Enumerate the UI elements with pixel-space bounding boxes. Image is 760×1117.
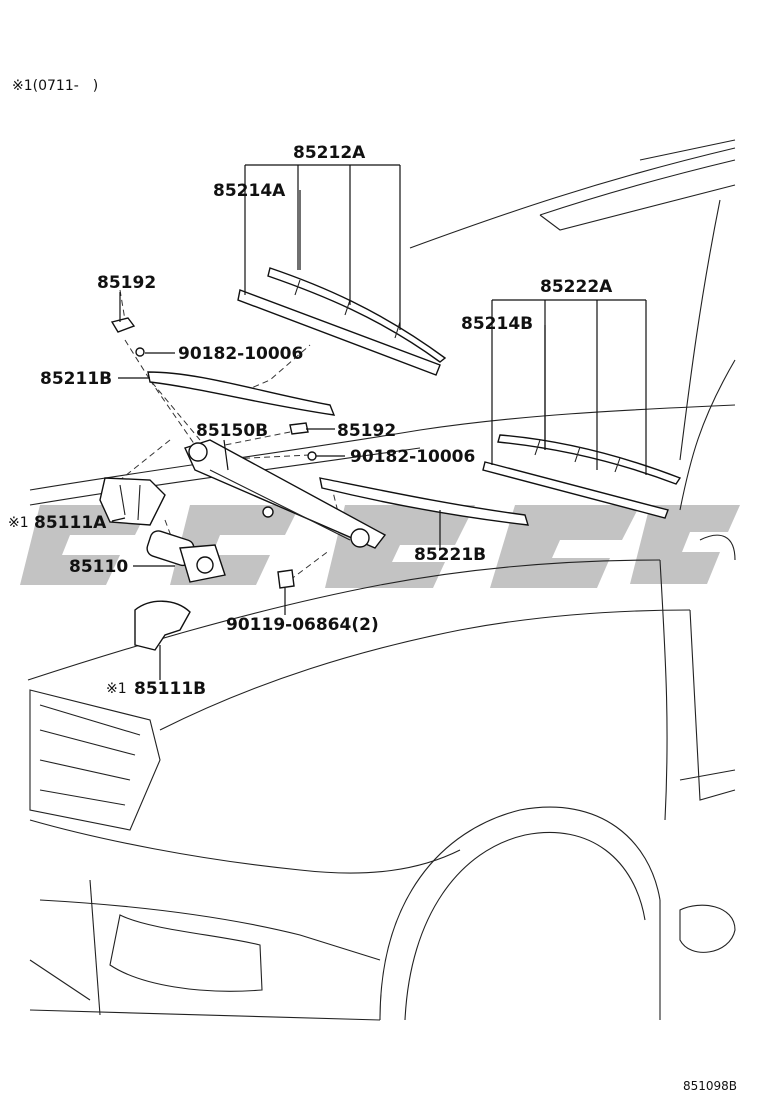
label-90119: 90119-06864(2) xyxy=(226,615,379,635)
label-85111A-mark: ※1 xyxy=(8,515,29,531)
label-85111A: 85111A xyxy=(34,513,107,533)
label-85212A: 85212A xyxy=(293,143,366,163)
label-85111B: 85111B xyxy=(134,679,206,699)
label-85221B: 85221B xyxy=(414,545,486,565)
label-90182-b: 90182-10006 xyxy=(350,447,475,467)
wiper-blade-left xyxy=(237,267,447,376)
label-85192-mid: 85192 xyxy=(337,421,396,441)
leader-lines xyxy=(111,164,647,680)
label-85211B: 85211B xyxy=(40,369,112,389)
label-85192-top: 85192 xyxy=(97,273,156,293)
label-85214B: 85214B xyxy=(461,314,533,334)
label-85214A: 85214A xyxy=(213,181,286,201)
motor-cover-lower xyxy=(134,600,191,651)
label-85222A: 85222A xyxy=(540,277,613,297)
wiper-arm-right xyxy=(319,477,529,526)
label-85110: 85110 xyxy=(69,557,128,577)
wiper-motor xyxy=(146,530,226,583)
part-labels: ※1(0711- ) 85212A 85214A 85192 90182-100… xyxy=(8,78,737,1093)
label-85111B-mark: ※1 xyxy=(106,681,127,697)
label-85150B: 85150B xyxy=(196,421,268,441)
wiper-arm-left xyxy=(147,371,336,416)
applicability-note: ※1(0711- ) xyxy=(12,78,98,94)
fasteners xyxy=(110,317,317,589)
label-90182-a: 90182-10006 xyxy=(178,344,303,364)
figure-code: 851098B xyxy=(683,1079,737,1093)
car-body-outline xyxy=(27,139,736,1021)
wiper-link-assembly xyxy=(184,439,387,549)
motor-cover-upper xyxy=(99,477,166,526)
